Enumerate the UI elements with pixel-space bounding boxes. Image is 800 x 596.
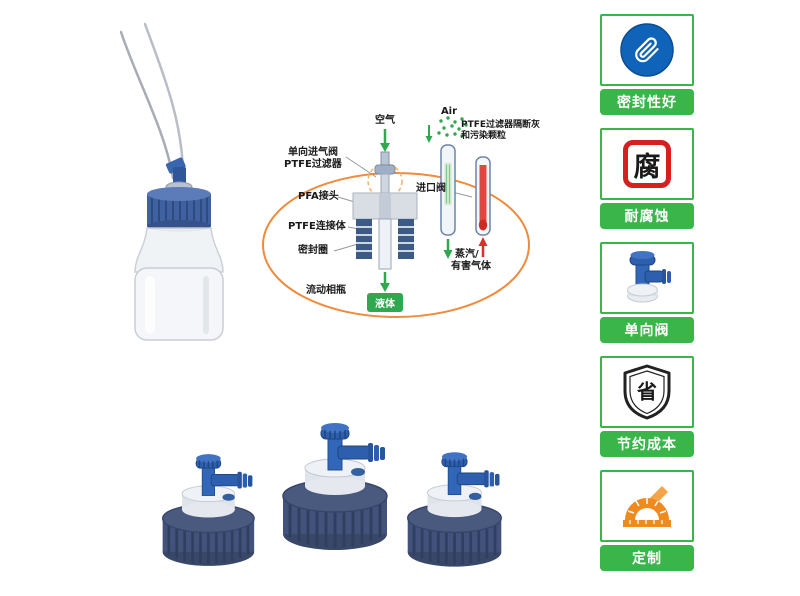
schematic-graphic [262,116,530,318]
label-seal-ring: 密封圈 [298,245,328,256]
fitting-body [173,167,186,184]
shield-save-icon: 省 [600,356,694,428]
feature-badge-check-valve: 单向阀 [600,242,694,343]
air-down-arrow [380,143,390,152]
valve-icon [600,242,694,314]
thread-right [398,219,414,259]
feature-badges: 密封性好 腐 耐腐蚀 单向 [600,14,694,571]
feature-badge-custom: 定制 [600,470,694,571]
corrosion-icon: 腐 [600,128,694,200]
center-tube [378,218,392,270]
cap-product-3 [406,450,503,568]
cap-products-graphic [161,421,503,568]
label-filter-block-1: PTFE过滤器隔断灰 [461,120,541,130]
corrosion-char: 腐 [633,151,661,183]
label-ptfe-filter: PTFE过滤器 [284,159,342,170]
feature-badge-seal: 密封性好 [600,14,694,115]
feature-label-custom: 定制 [600,545,694,571]
dust-particles [437,116,468,138]
label-pfa-fitting: PFA接头 [298,191,339,202]
save-char: 省 [637,379,657,404]
feature-badge-corrosion: 腐 耐腐蚀 [600,128,694,229]
cap-product-2 [281,421,389,552]
bottle-body [134,267,224,341]
tubing-line-2 [143,22,185,178]
feature-label-corrosion: 耐腐蚀 [600,203,694,229]
label-vapor-2: 有害气体 [451,261,491,272]
bottle-illustration [95,10,245,350]
thread-left [356,219,372,259]
cap-product-1 [161,452,256,568]
fitting-elbow [165,157,186,174]
protractor-icon [600,470,694,542]
schematic-diagram: 空气 Air 单向进气阀 PTFE过滤器 PFA接头 PTFE连接体 密封圈 流… [258,105,558,320]
cap-products [150,398,530,596]
liquid-down-arrow [380,283,390,292]
label-inlet-valve: 进口阀 [416,183,446,194]
label-ptfe-body: PTFE连接体 [288,221,346,232]
label-liquid: 液体 [367,293,403,312]
ptfe-filter-part [374,164,396,175]
paperclip-icon [600,14,694,86]
feature-label-cost: 节约成本 [600,431,694,457]
bottle-shoulder [134,227,224,273]
label-air-en: Air [440,106,458,117]
vapor-up-arrow [478,237,488,246]
label-air-cn: 空气 [375,115,395,126]
label-check-valve: 单向进气阀 [288,147,338,158]
feature-badge-cost: 省 节约成本 [600,356,694,457]
feature-label-check-valve: 单向阀 [600,317,694,343]
bottle-graphic [119,22,224,341]
orbit-ellipse [262,172,530,318]
feature-label-seal: 密封性好 [600,89,694,115]
label-filter-block-2: 和污染颗粒 [461,131,507,141]
label-vapor-1: 蒸汽/ [455,249,479,260]
tubing-line-1 [119,30,175,180]
label-mobile-phase-bottle: 流动相瓶 [306,285,346,296]
